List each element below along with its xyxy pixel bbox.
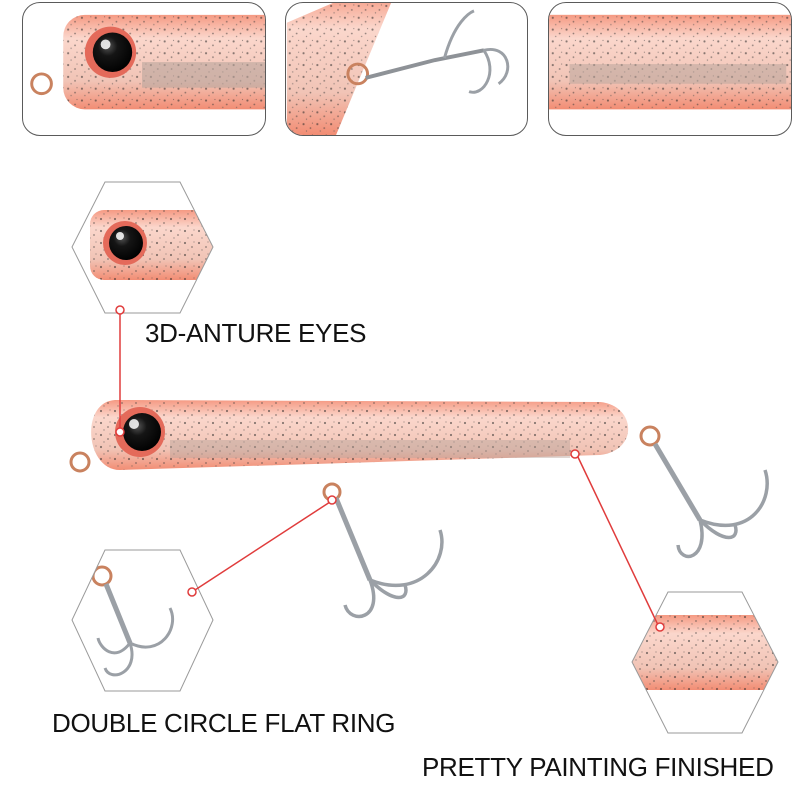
eye-icon [115,407,165,457]
belly-treble-hook [322,482,444,619]
tail-treble-hook [639,425,769,559]
eye-detail-image [71,181,214,314]
body-closeup-image [549,14,791,110]
eye-closeup-image [30,14,265,110]
ring-detail-image [71,549,214,692]
eye-detail-inset [70,180,215,315]
thumbnail-eye-closeup [22,2,266,136]
line-tie-ring [69,451,91,473]
label-double-circle-ring: DOUBLE CIRCLE FLAT RING [52,708,396,738]
thumbnail-body-closeup [548,2,792,136]
label-pretty-painting: PRETTY PAINTING FINISHED [422,752,774,782]
label-3d-eyes: 3D-ANTURE EYES [145,318,367,348]
hook-closeup-image [286,3,510,135]
thumbnail-hook-closeup [285,2,528,136]
ring-detail-inset [70,548,215,693]
